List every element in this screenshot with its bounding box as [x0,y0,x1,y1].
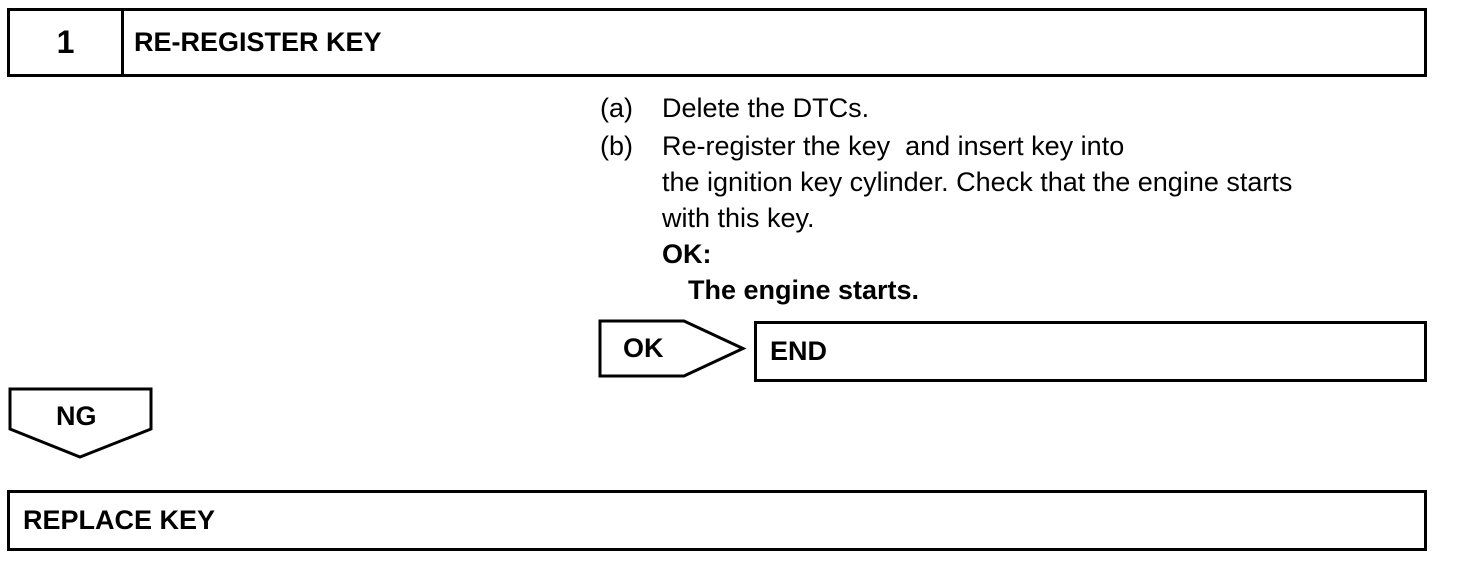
instructions: (a) Delete the DTCs. (b) Re-register the… [0,90,1472,310]
ng-arrow-shape [8,387,153,459]
end-box: END [754,321,1427,382]
step-title: RE-REGISTER KEY [134,27,382,57]
ng-arrow-label: NG [56,401,97,431]
instruction-a-label: (a) [600,93,633,123]
ok-criteria-value: The engine starts. [688,275,920,305]
ok-criteria-heading: OK: [662,239,712,269]
ok-arrow-label: OK [623,333,664,363]
step-number: 1 [10,11,124,74]
replace-key-box: REPLACE KEY [7,490,1427,551]
instruction-b-line-2: the ignition key cylinder. Check that th… [662,167,1293,197]
replace-key-label: REPLACE KEY [23,505,216,535]
instruction-b-line-3: with this key. [662,203,815,233]
instruction-a-text: Delete the DTCs. [662,93,870,123]
step-header: 1 RE-REGISTER KEY [7,8,1427,77]
instruction-b-label: (b) [600,131,633,161]
ok-arrow-shape [598,319,747,378]
end-label: END [770,336,828,366]
instruction-b-line-1: Re-register the key and insert key into [662,131,1125,161]
